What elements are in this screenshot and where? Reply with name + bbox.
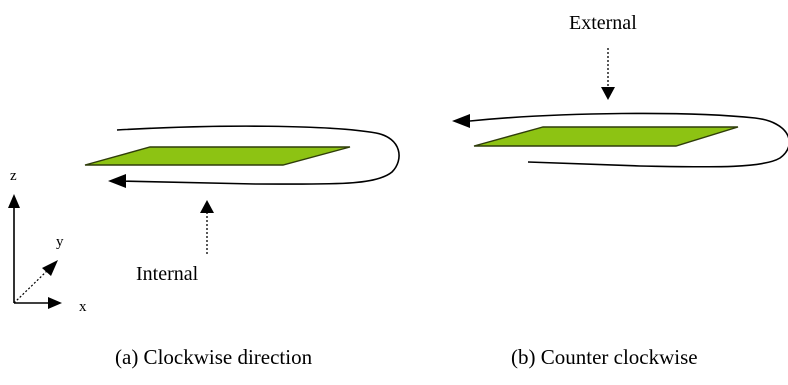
y-axis-label: y (56, 234, 64, 250)
panel-b: External (b) Counter clockwise (452, 12, 788, 369)
y-axis-arrowhead (42, 260, 58, 276)
z-axis-label: z (10, 168, 17, 184)
panel-a-flow-loop (115, 125, 400, 185)
panel-b-flow-arrowhead (452, 114, 470, 128)
x-axis-label: x (79, 299, 87, 315)
panel-a-plate (84, 146, 351, 166)
panel-a-caption: (a) Clockwise direction (115, 345, 313, 369)
panel-b-caption: (b) Counter clockwise (511, 345, 698, 369)
panel-b-external-arrowhead (601, 87, 615, 100)
x-axis-arrowhead (48, 297, 62, 309)
panel-a: Internal (a) Clockwise direction (84, 125, 400, 369)
panel-a-flow-arrowhead (108, 174, 126, 188)
z-axis-arrowhead (8, 194, 20, 208)
panel-b-flow-loop (469, 112, 788, 168)
internal-label: Internal (136, 263, 199, 285)
panel-b-plate (473, 126, 739, 147)
external-label: External (569, 12, 637, 34)
coordinate-axes: z y x (8, 168, 87, 315)
y-axis (13, 267, 51, 304)
panel-a-internal-arrowhead (200, 200, 214, 213)
